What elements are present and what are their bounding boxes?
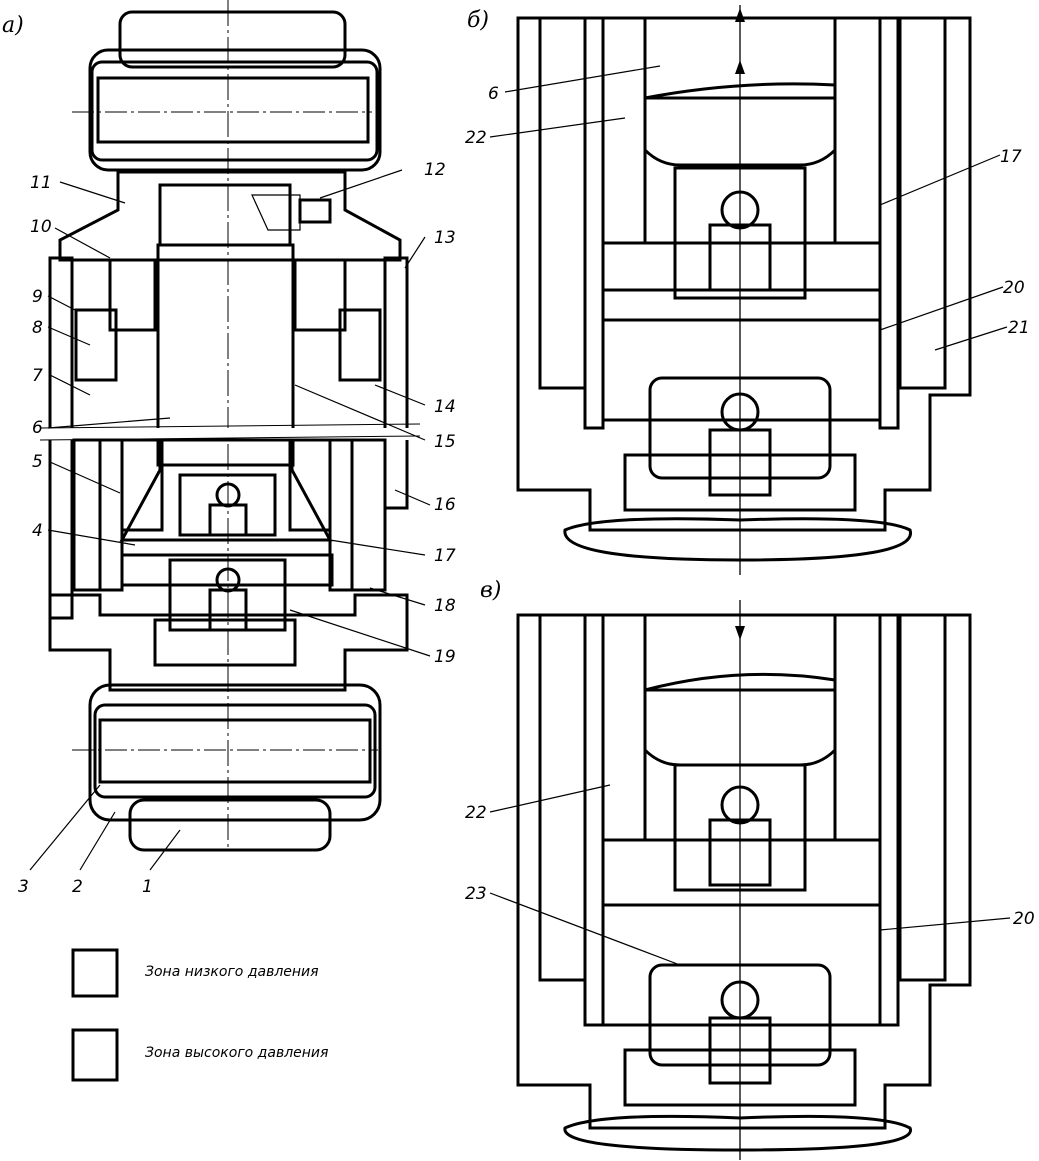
callout-10: 10 bbox=[30, 217, 52, 237]
callout-b-22: 22 bbox=[465, 128, 487, 148]
base-b bbox=[516, 16, 972, 532]
callout-v-23: 23 bbox=[465, 884, 487, 904]
legend-swatch-high-pressure bbox=[71, 1028, 119, 1082]
legend: Зона низкого давления Зона высокого давл… bbox=[71, 948, 328, 1082]
arrow-down-icon bbox=[735, 626, 745, 640]
leader-lines bbox=[29, 65, 1011, 966]
arrow-up-icon bbox=[735, 8, 745, 22]
chamber-20-v bbox=[601, 903, 882, 1027]
panel-v-compression-stroke bbox=[516, 600, 972, 1160]
callout-12: 12 bbox=[424, 160, 446, 180]
lower-eye-sleeve bbox=[98, 718, 372, 784]
panel-b-rebound-stroke bbox=[516, 5, 972, 575]
callout-4: 4 bbox=[32, 521, 43, 541]
callout-19: 19 bbox=[434, 647, 456, 667]
seal-left bbox=[108, 258, 157, 332]
callout-18: 18 bbox=[434, 596, 456, 616]
callout-1: 1 bbox=[142, 877, 153, 897]
cylinder-right-v bbox=[878, 613, 900, 1027]
upper-rubber-bushing bbox=[88, 48, 382, 172]
piston-rod-6 bbox=[156, 243, 295, 467]
callout-2: 2 bbox=[72, 877, 83, 897]
piston-b bbox=[643, 82, 837, 167]
base-body bbox=[48, 593, 409, 692]
legend-swatch-low-pressure bbox=[71, 948, 119, 998]
panel-label-a: а) bbox=[2, 13, 24, 38]
arrow-up-icon bbox=[735, 60, 745, 74]
callout-8: 8 bbox=[32, 318, 43, 338]
callout-5: 5 bbox=[32, 452, 43, 472]
callout-b-21: 21 bbox=[1008, 318, 1030, 338]
cylinder-left-v bbox=[583, 613, 605, 1027]
seal-right bbox=[293, 258, 347, 332]
callout-9: 9 bbox=[32, 287, 43, 307]
cylinder-left-b bbox=[583, 16, 605, 430]
piston-v bbox=[643, 672, 837, 767]
top-cap bbox=[58, 170, 402, 262]
legend-label-low-pressure: Зона низкого давления bbox=[145, 964, 319, 980]
lower-eye-body bbox=[128, 798, 332, 852]
working-cylinder-left bbox=[98, 438, 124, 592]
callout-17: 17 bbox=[434, 546, 456, 566]
callout-7: 7 bbox=[32, 366, 43, 386]
callout-labels: а) б) в) 1 2 3 4 5 6 7 8 9 10 11 12 13 1… bbox=[2, 8, 1035, 929]
legend-label-high-pressure: Зона высокого давления bbox=[145, 1045, 328, 1061]
callout-b-17: 17 bbox=[1000, 147, 1022, 167]
upper-eye-sleeve bbox=[96, 76, 370, 144]
base-v bbox=[516, 613, 972, 1130]
cylinder-right-b bbox=[878, 16, 900, 430]
panel-a-assembly bbox=[39, 0, 421, 852]
chamber-20-b bbox=[601, 288, 882, 422]
piston bbox=[119, 438, 333, 542]
upper-eye-body bbox=[118, 10, 347, 69]
lower-bushing-b bbox=[563, 517, 912, 562]
callout-11: 11 bbox=[30, 173, 52, 193]
reservoir-tube-right bbox=[383, 256, 409, 510]
callout-13: 13 bbox=[434, 228, 456, 248]
callout-b-20: 20 bbox=[1003, 278, 1025, 298]
callout-3: 3 bbox=[18, 877, 29, 897]
callout-15: 15 bbox=[434, 432, 456, 452]
lower-rubber-bushing bbox=[88, 683, 382, 822]
panel-label-b: б) bbox=[467, 8, 489, 33]
callout-b-6: 6 bbox=[488, 84, 499, 104]
lower-bushing-v bbox=[563, 1114, 912, 1152]
callout-6: 6 bbox=[32, 418, 43, 438]
callout-16: 16 bbox=[434, 495, 456, 515]
callout-14: 14 bbox=[434, 397, 456, 417]
panel-label-v: в) bbox=[480, 578, 501, 603]
screw-12 bbox=[298, 198, 332, 224]
callout-v-22: 22 bbox=[465, 803, 487, 823]
callout-v-20: 20 bbox=[1013, 909, 1035, 929]
